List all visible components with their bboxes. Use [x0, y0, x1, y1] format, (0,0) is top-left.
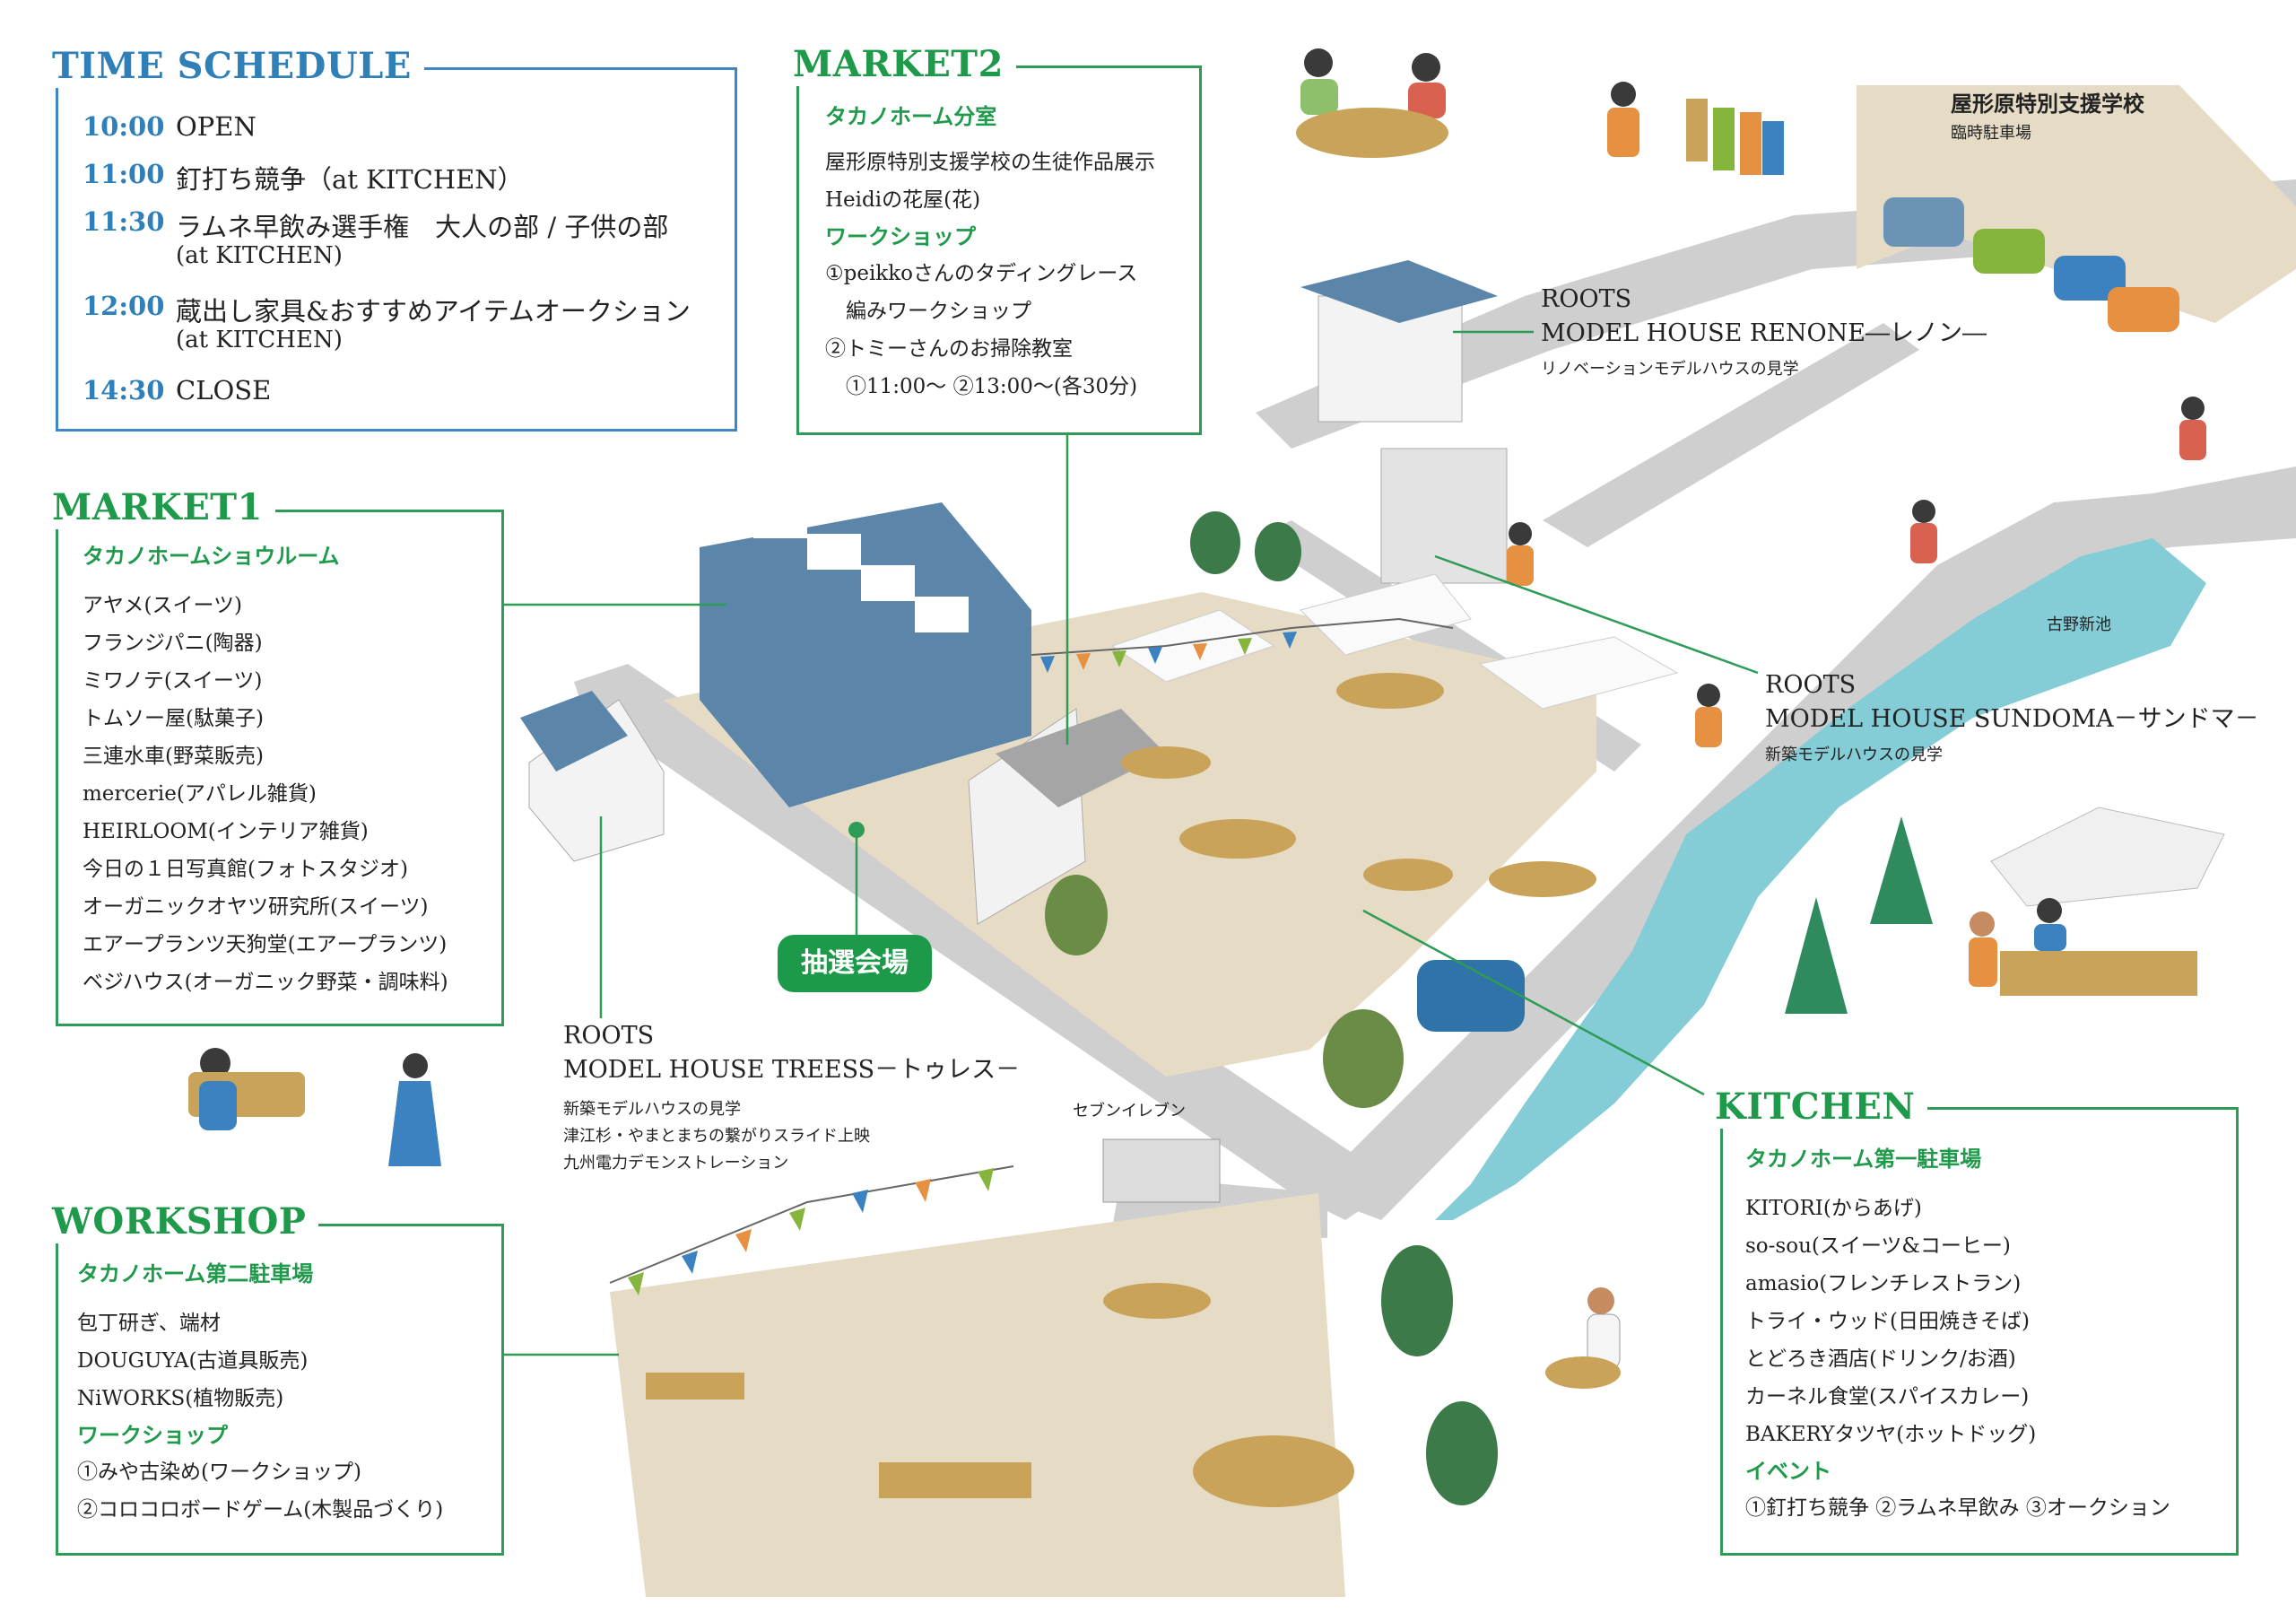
workshop-line: 包丁研ぎ、端材 [77, 1312, 221, 1335]
market2-panel: MARKET2 タカノホーム分室 屋形原特別支援学校の生徒作品展示 Heidiの… [0, 0, 1211, 449]
market2-line: Heidiの花屋(花) [825, 188, 981, 212]
stall-tables [646, 673, 1596, 1507]
sundoma-sub: 新築モデルハウスの見学 [1765, 746, 1943, 764]
schedule-text-sub: (at KITCHEN) [176, 327, 343, 353]
kitchen-frame [1720, 1107, 2239, 1556]
market2-venue: タカノホーム分室 [825, 103, 997, 129]
schedule-time: 11:00 [83, 159, 165, 189]
market1-shop: ミワノテ(スイーツ) [83, 669, 263, 693]
market2-title: MARKET2 [793, 43, 1016, 86]
treess-sub: 新築モデルハウスの見学 [563, 1100, 741, 1119]
kitchen-shop: amasio(フレンチレストラン) [1745, 1272, 2022, 1295]
market1-shop: 今日の１日写真館(フォトスタジオ) [83, 858, 408, 881]
treess-line2: MODEL HOUSE TREESS－トゥレス－ [563, 1056, 1021, 1084]
lottery-venue-badge: 抽選会場 [778, 935, 932, 992]
market1-shop: ベジハウス(オーガニック野菜・調味料) [83, 971, 448, 994]
renone-line1: ROOTS [1541, 285, 1632, 313]
market1-shop: オーガニックオヤツ研究所(スイーツ) [83, 895, 429, 919]
renone-sub: リノベーションモデルハウスの見学 [1541, 360, 1799, 379]
schedule-text: 蔵出し家具&おすすめアイテムオークション [176, 296, 691, 327]
market2-workshop-label: ワークショップ [825, 223, 976, 249]
workshop-workshop-label: ワークショップ [77, 1422, 228, 1448]
workshop-line: DOUGUYA(古道具販売) [77, 1349, 309, 1373]
schedule-time: 12:00 [83, 291, 165, 321]
market1-shop: アヤメ(スイーツ) [83, 594, 243, 617]
renone-house [1300, 260, 1498, 423]
renone-line2: MODEL HOUSE RENONE―レノン― [1541, 319, 1987, 347]
time-schedule-title: TIME SCHEDULE [52, 45, 424, 88]
market2-workshop: ②トミーさんのお掃除教室 [825, 337, 1073, 361]
treess-sub: 九州電力デモンストレーション [563, 1154, 789, 1173]
market1-venue: タカノホームショウルーム [83, 543, 340, 569]
seven-eleven-building [1102, 1138, 1221, 1203]
treess-house [968, 708, 1166, 925]
kitchen-events: ①釘打ち競争 ②ラムネ早飲み ③オークション [1745, 1496, 2170, 1520]
kitchen-panel: KITCHEN タカノホーム第一駐車場 KITORI(からあげ) so-sou(… [1715, 1086, 2239, 1556]
treess-sub: 津江杉・やまとまちの繋がりスライド上映 [563, 1127, 870, 1146]
workshop-panel: WORKSHOP タカノホーム第二駐車場 包丁研ぎ、端材 DOUGUYA(古道具… [0, 0, 538, 1570]
kitchen-shop: so-sou(スイーツ&コーヒー) [1745, 1234, 2011, 1258]
sundoma-label: ROOTS MODEL HOUSE SUNDOMA－サンドマ－ 新築モデルハウス… [1765, 668, 2259, 769]
market1-frame [56, 510, 504, 1026]
pond-label: 古野新池 [2047, 615, 2111, 634]
market1-shop: HEIRLOOM(インテリア雑貨) [83, 820, 369, 843]
schedule-text: 釘打ち競争（at KITCHEN） [176, 164, 524, 195]
kitchen-shop: KITORI(からあげ) [1745, 1197, 1922, 1220]
school-parking-sub: 臨時駐車場 [1951, 124, 2031, 143]
schedule-time: 11:30 [83, 206, 165, 237]
market1-shop: エアープランツ天狗堂(エアープランツ) [83, 933, 448, 956]
kitchen-shop: とどろき酒店(ドリンク/お酒) [1745, 1347, 2016, 1371]
small-house-left [520, 691, 665, 862]
treess-label: ROOTS MODEL HOUSE TREESS－トゥレス－ 新築モデルハウスの… [563, 1019, 1020, 1177]
seven-eleven-label: セブンイレブン [1073, 1102, 1186, 1121]
schedule-text: CLOSE [176, 375, 272, 406]
market1-shop: 三連水車(野菜販売) [83, 745, 264, 768]
workshop-line: NiWORKS(植物販売) [77, 1387, 284, 1410]
renone-label: ROOTS MODEL HOUSE RENONE―レノン― リノベーションモデル… [1541, 283, 1987, 383]
bunting-flags [609, 617, 1454, 1295]
workshop-workshop: ②コロコロボードゲーム(木製品づくり) [77, 1498, 444, 1522]
workshop-title: WORKSHOP [52, 1200, 319, 1243]
trees [1045, 511, 1933, 1505]
kitchen-title: KITCHEN [1715, 1086, 1928, 1129]
showroom-building [700, 502, 1031, 807]
market2-workshop: ①11:00〜 ②13:00〜(各30分) [825, 375, 1138, 398]
market2-workshop: 編みワークショップ [825, 300, 1031, 323]
schedule-time: 10:00 [83, 111, 165, 142]
market1-shop: フランジパニ(陶器) [83, 632, 263, 655]
time-schedule-panel: TIME SCHEDULE 10:00 OPEN 11:00 釘打ち競争（at … [0, 0, 744, 440]
sundoma-line2: MODEL HOUSE SUNDOMA－サンドマ－ [1765, 705, 2259, 733]
school-name: 屋形原特別支援学校 [1951, 91, 2144, 117]
market2-line: 屋形原特別支援学校の生徒作品展示 [825, 151, 1155, 174]
people [188, 48, 2206, 1389]
kitchen-shop: カーネル食堂(スパイスカレー) [1745, 1385, 2030, 1408]
schedule-time: 14:30 [83, 375, 165, 406]
kitchen-shop: BAKERYタツヤ(ホットドッグ) [1745, 1423, 2037, 1446]
school-parking-lot [1857, 85, 2296, 323]
sundoma-line1: ROOTS [1765, 671, 1857, 699]
market1-shop: mercerie(アパレル雑貨) [83, 782, 317, 806]
market1-shop: トムソー屋(駄菓子) [83, 707, 264, 730]
schedule-text: ラムネ早飲み選手権 大人の部 / 子供の部 [176, 212, 669, 242]
kitchen-venue: タカノホーム第一駐車場 [1745, 1146, 1982, 1172]
workshop-venue: タカノホーム第二駐車場 [77, 1260, 314, 1286]
treess-line1: ROOTS [563, 1022, 655, 1050]
market1-panel: MARKET1 タカノホームショウルーム アヤメ(スイーツ) フランジパニ(陶器… [0, 0, 538, 1041]
parked-cars [1883, 197, 2179, 332]
market2-workshop: ①peikkoさんのタディングレース [825, 262, 1138, 285]
kitchen-shop: トライ・ウッド(日田焼きそば) [1745, 1310, 2030, 1333]
schedule-text-sub: (at KITCHEN) [176, 242, 343, 269]
school-label: 屋形原特別支援学校 臨時駐車場 [1951, 88, 2144, 147]
roadside-tent [1990, 807, 2225, 996]
market1-title: MARKET1 [52, 486, 275, 529]
kitchen-event-label: イベント [1745, 1458, 1831, 1484]
schedule-text: OPEN [176, 111, 257, 142]
workshop-workshop: ①みや古染め(ワークショップ) [77, 1461, 361, 1484]
